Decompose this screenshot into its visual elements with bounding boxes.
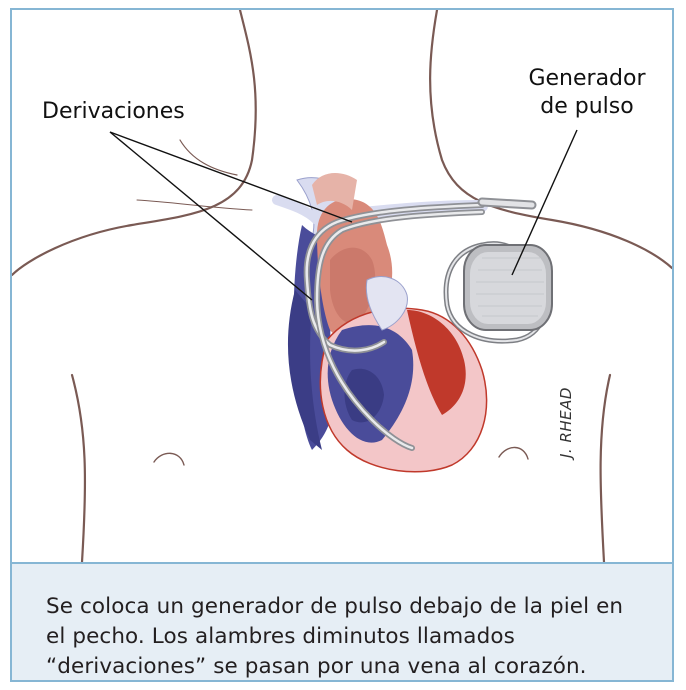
artist-signature: J. RHEAD xyxy=(557,368,575,458)
label-generador-line1: Generador xyxy=(517,65,657,93)
label-generador-line2: de pulso xyxy=(517,93,657,121)
caption-box: Se coloca un generador de pulso debajo d… xyxy=(12,564,672,680)
figure-frame: Derivaciones Generador de pulso J. RHEAD… xyxy=(10,8,674,682)
label-derivaciones: Derivaciones xyxy=(42,98,185,126)
label-generador-de-pulso: Generador de pulso xyxy=(517,65,657,121)
pulse-generator xyxy=(446,244,552,341)
caption-text: Se coloca un generador de pulso debajo d… xyxy=(46,592,646,682)
